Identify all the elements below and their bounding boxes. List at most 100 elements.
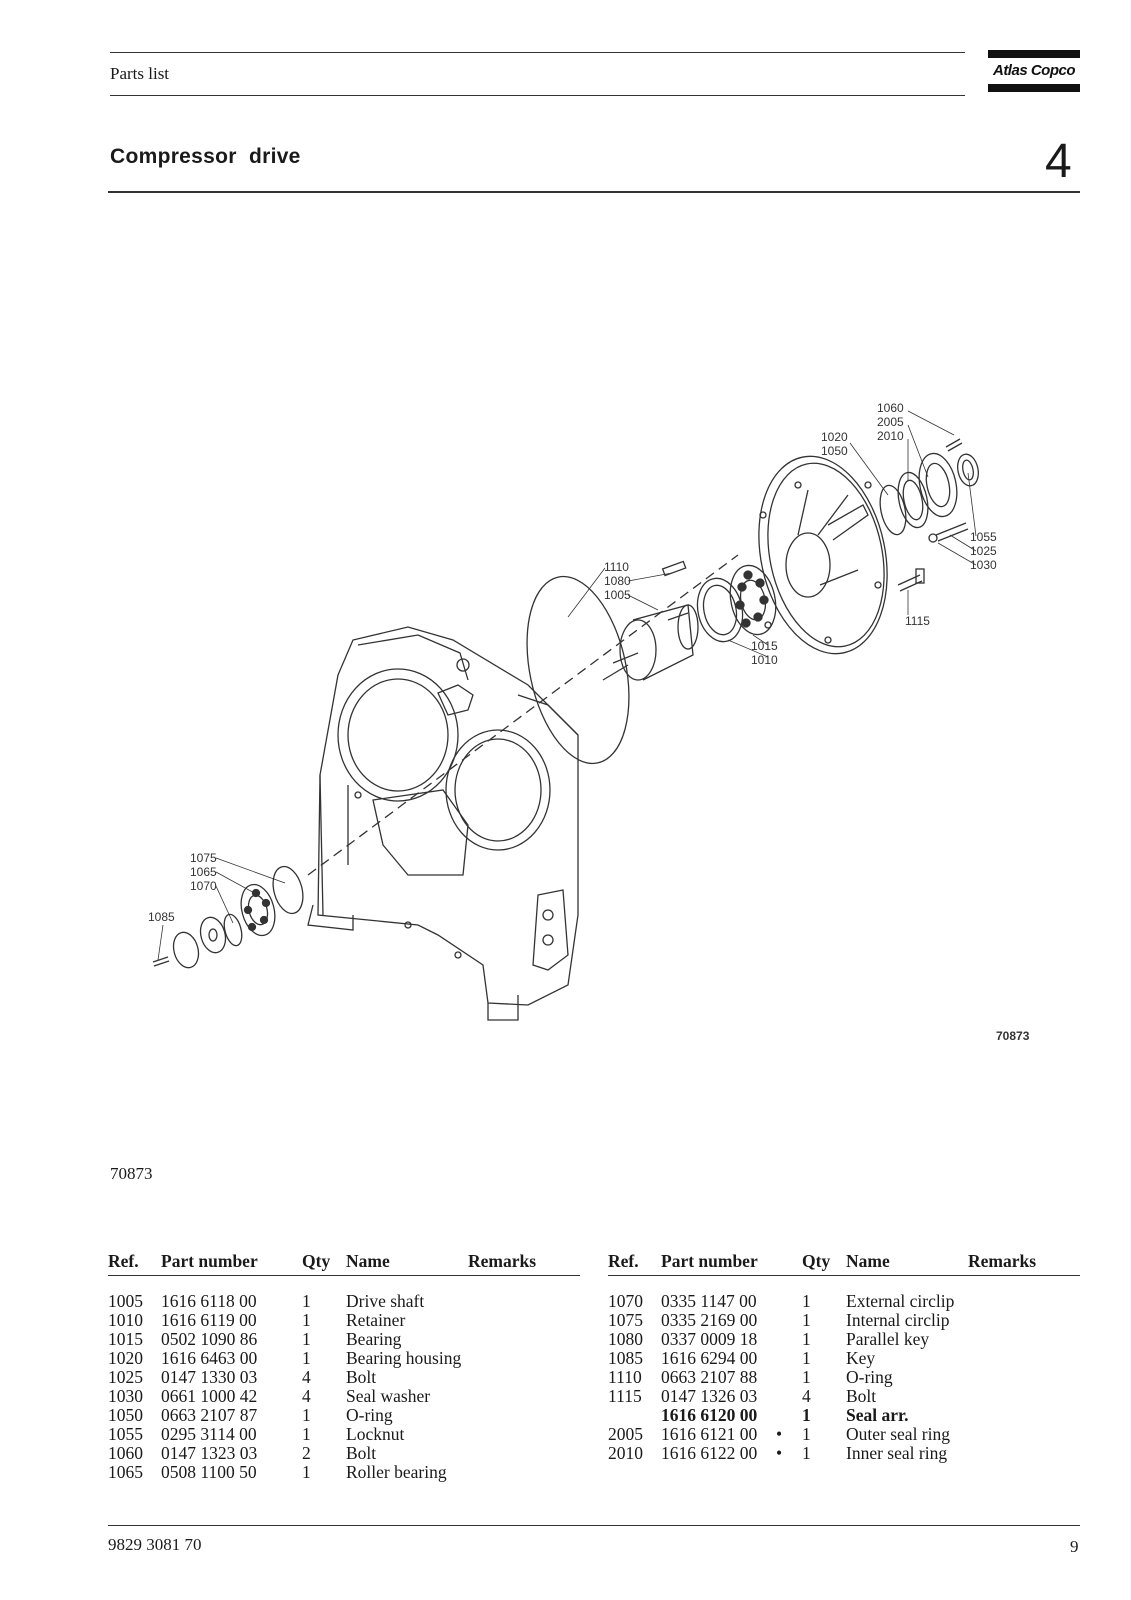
shaft-centerline — [307, 554, 739, 876]
cell-part: 0502 1090 86 — [161, 1329, 258, 1349]
callout-1060: 1060 — [877, 401, 904, 415]
callout-1030: 1030 — [970, 558, 997, 572]
logo-wordmark: Atlas Copco — [992, 62, 1076, 79]
cell-name: Inner seal ring — [846, 1443, 948, 1463]
cell-remarks — [968, 1444, 1080, 1463]
cell-name: Bearing housing — [346, 1348, 462, 1368]
cell-ref: 1055 — [108, 1424, 143, 1444]
section-rule — [108, 191, 1080, 193]
callout-1080: 1080 — [604, 574, 631, 588]
o-ring-1050 — [879, 484, 907, 536]
bolt-1025 — [935, 522, 969, 542]
cell-mark — [776, 1387, 802, 1406]
footer-doc-number: 9829 3081 70 — [108, 1535, 202, 1554]
cell-ref: 1020 — [108, 1348, 143, 1368]
section-title: Compressor drive — [110, 145, 301, 168]
cell-qty: 1 — [802, 1310, 811, 1330]
drive-shaft — [602, 560, 699, 681]
header-bottom-rule — [110, 95, 965, 96]
cell-qty: 1 — [302, 1405, 311, 1425]
cell-remarks — [968, 1406, 1080, 1425]
cell-name: Seal washer — [346, 1386, 431, 1406]
col-qty-header: Qty — [802, 1252, 846, 1276]
cell-mark: • — [776, 1443, 783, 1463]
cell-part: 0508 1100 50 — [161, 1462, 257, 1482]
bearing-housing-1020 — [758, 455, 888, 655]
cell-name: Outer seal ring — [846, 1424, 950, 1444]
cell-qty: 1 — [302, 1310, 311, 1330]
cell-mark — [776, 1311, 802, 1330]
bolt-1060 — [945, 438, 963, 452]
cell-name: Internal circlip — [846, 1310, 950, 1330]
cell-qty: 4 — [802, 1386, 811, 1406]
cell-part: 1616 6463 00 — [161, 1348, 258, 1368]
col-name-header: Name — [346, 1252, 468, 1276]
cell-part: 1616 6119 00 — [161, 1310, 257, 1330]
cell-remarks — [968, 1387, 1080, 1406]
col-remarks-header: Remarks — [468, 1252, 580, 1276]
col-part-header: Part number — [161, 1252, 302, 1276]
cell-qty: 1 — [802, 1405, 811, 1425]
cell-ref: 1060 — [108, 1443, 143, 1463]
cell-part: 0335 2169 00 — [661, 1310, 758, 1330]
cell-name: Parallel key — [846, 1329, 930, 1349]
cell-name: Retainer — [346, 1310, 406, 1330]
cell-part: 0147 1326 03 — [661, 1386, 758, 1406]
cell-ref: 1025 — [108, 1367, 143, 1387]
cell-part: 0335 1147 00 — [661, 1291, 757, 1311]
cell-remarks — [468, 1349, 580, 1368]
cell-part: 1616 6120 00 — [661, 1405, 758, 1425]
cell-remarks — [968, 1349, 1080, 1368]
cell-ref: 1050 — [108, 1405, 143, 1425]
cell-name: Key — [846, 1348, 876, 1368]
callout-2010: 2010 — [877, 429, 904, 443]
cell-remarks — [468, 1387, 580, 1406]
cell-mark — [776, 1406, 802, 1425]
chapter-number: 4 — [1045, 135, 1072, 188]
cell-remarks — [968, 1330, 1080, 1349]
cell-name: O-ring — [846, 1367, 893, 1387]
cell-qty: 4 — [302, 1386, 311, 1406]
table-header-row: Ref. Part number Qty Name Remarks — [608, 1252, 1080, 1276]
cell-remarks — [968, 1368, 1080, 1387]
callout-1115: 1115 — [905, 614, 930, 628]
callout-1110: 1110 — [604, 560, 629, 574]
col-name-header: Name — [846, 1252, 968, 1276]
col-remarks-header: Remarks — [968, 1252, 1080, 1276]
circlip-1075 — [272, 865, 304, 915]
callout-1010: 1010 — [751, 653, 778, 667]
cell-name: Bolt — [346, 1443, 377, 1463]
cell-ref: 1070 — [608, 1291, 643, 1311]
cell-ref: 2010 — [608, 1443, 643, 1463]
cell-qty: 1 — [302, 1291, 311, 1311]
col-ref-header: Ref. — [108, 1252, 161, 1276]
cell-ref: 1085 — [608, 1348, 643, 1368]
header-top-rule — [110, 52, 965, 53]
o-ring-1110 — [526, 575, 630, 765]
callout-1015: 1015 — [751, 639, 778, 653]
cell-ref: 1030 — [108, 1386, 143, 1406]
cell-part: 1616 6118 00 — [161, 1291, 257, 1311]
callout-1070: 1070 — [190, 879, 217, 893]
cell-qty: 2 — [302, 1443, 311, 1463]
cell-name: Bolt — [846, 1386, 877, 1406]
cell-mark: • — [776, 1424, 783, 1444]
cell-remarks — [468, 1330, 580, 1349]
cell-name: Bolt — [346, 1367, 377, 1387]
cell-name: Drive shaft — [346, 1291, 425, 1311]
col-part-header: Part number — [661, 1252, 776, 1276]
cell-remarks — [468, 1425, 580, 1444]
callout-2005: 2005 — [877, 415, 904, 429]
cell-remarks — [468, 1463, 580, 1482]
cell-remarks — [468, 1368, 580, 1387]
